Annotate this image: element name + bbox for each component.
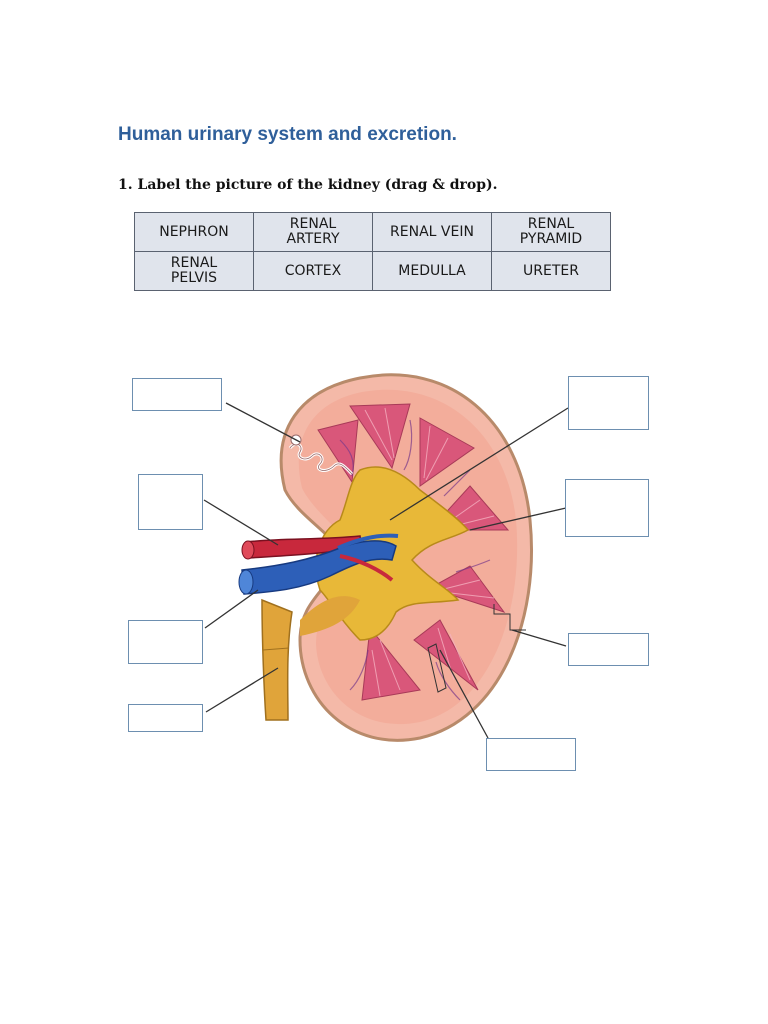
renal-pyramids xyxy=(317,403,510,701)
nephron-illustration xyxy=(288,442,354,476)
ureter xyxy=(261,598,293,721)
kidney-cortex xyxy=(298,389,518,725)
drop-box-ureter[interactable] xyxy=(128,704,203,732)
drop-box-nephron[interactable] xyxy=(132,378,222,411)
word-bank-row: NEPHRON RENAL ARTERY RENAL VEIN RENAL PY… xyxy=(134,212,611,252)
leader-lines xyxy=(203,402,569,739)
draggable-label[interactable]: NEPHRON xyxy=(134,212,254,252)
question-text: 1. Label the picture of the kidney (drag… xyxy=(118,177,498,193)
page-title: Human urinary system and excretion. xyxy=(118,124,457,145)
draggable-label[interactable]: MEDULLA xyxy=(372,251,492,291)
word-bank-row: RENAL PELVIS CORTEX MEDULLA URETER xyxy=(134,251,611,291)
renal-artery xyxy=(245,535,363,559)
draggable-label[interactable]: RENAL PYRAMID xyxy=(491,212,611,252)
draggable-label[interactable]: URETER xyxy=(491,251,611,291)
renal-pelvis xyxy=(315,466,470,641)
drop-box-renal-pyramid[interactable] xyxy=(565,479,649,537)
draggable-label[interactable]: RENAL PELVIS xyxy=(134,251,254,291)
drop-box-renal-vein[interactable] xyxy=(128,620,203,664)
draggable-label[interactable]: RENAL VEIN xyxy=(372,212,492,252)
draggable-label[interactable]: CORTEX xyxy=(253,251,373,291)
draggable-label[interactable]: RENAL ARTERY xyxy=(253,212,373,252)
renal-vein xyxy=(241,540,397,595)
drop-box-renal-pelvis[interactable] xyxy=(568,376,649,430)
word-bank-table: NEPHRON RENAL ARTERY RENAL VEIN RENAL PY… xyxy=(134,212,611,291)
drop-box-renal-artery[interactable] xyxy=(138,474,203,530)
drop-box-medulla[interactable] xyxy=(486,738,576,771)
kidney-capsule xyxy=(279,373,533,742)
drop-box-cortex[interactable] xyxy=(568,633,649,666)
